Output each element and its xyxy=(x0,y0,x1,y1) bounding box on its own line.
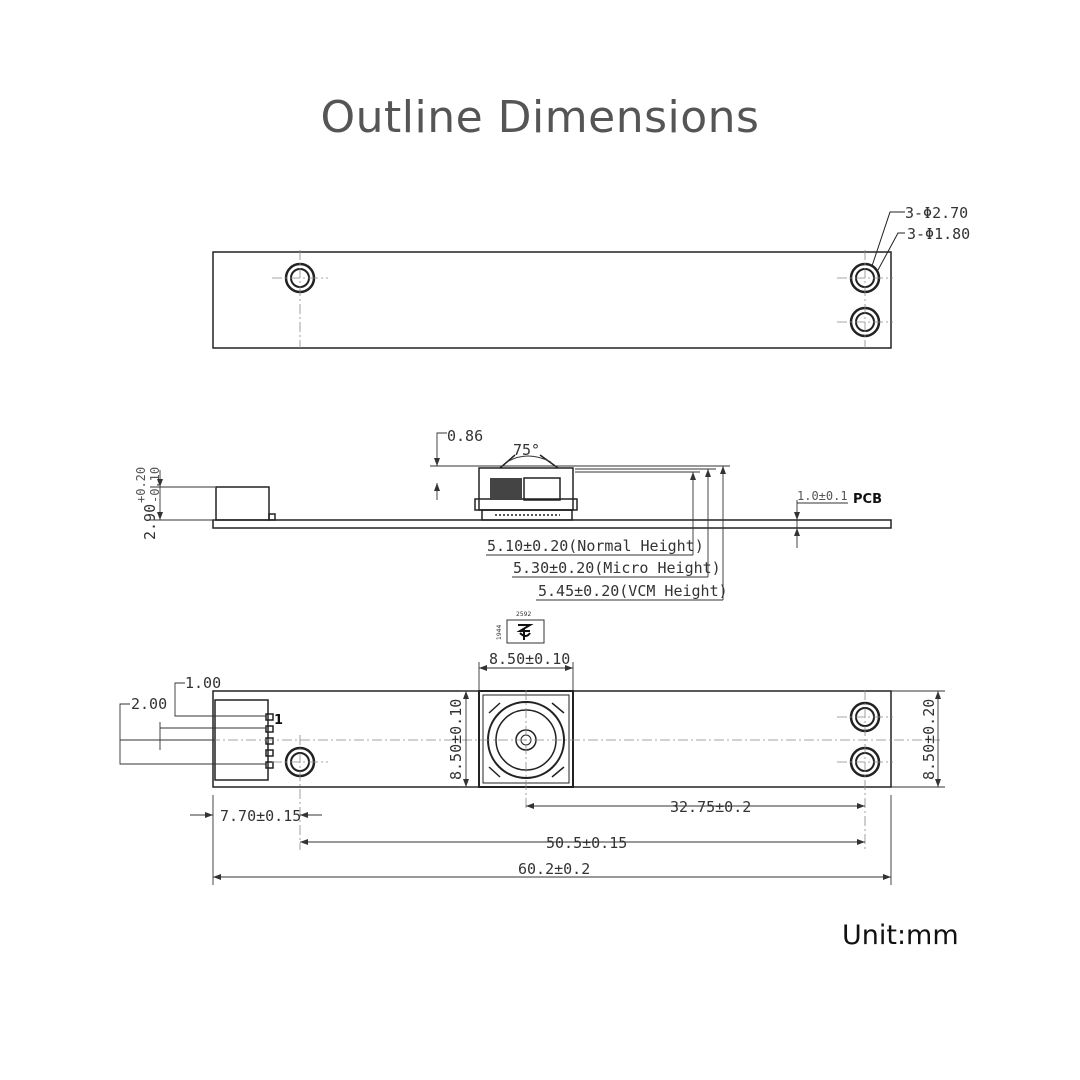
connector-height-label: 2.90 xyxy=(141,504,159,540)
connector-height-dimension: 2.90 +0.20 -0.10 xyxy=(134,467,162,540)
pin-pitch-1-label: 1.00 xyxy=(185,674,221,692)
orientation-side-label: 1944 xyxy=(496,625,503,640)
hole-inner-diameter-label: 3-Φ1.80 xyxy=(907,225,970,243)
side-view-connector xyxy=(215,486,270,521)
normal-height-label: 5.10±0.20(Normal Height) xyxy=(487,537,704,555)
board-height-label: 8.50±0.20 xyxy=(920,699,938,780)
hole-spacing-label: 50.5±0.15 xyxy=(546,834,627,852)
micro-height-label: 5.30±0.20(Micro Height) xyxy=(513,559,721,577)
pin-pitch-2-label: 2.00 xyxy=(131,695,167,713)
unit-label: Unit:mm xyxy=(842,920,959,951)
connector-offset-label: 7.70±0.15 xyxy=(220,807,301,825)
connector-pins xyxy=(265,713,274,769)
pcb-thickness-label: 1.0±0.1 xyxy=(797,489,848,503)
orientation-icon: 2592 1944 xyxy=(496,611,545,644)
pcb-label: PCB xyxy=(853,492,882,507)
total-length-label: 60.2±0.2 xyxy=(518,860,590,878)
lens-offset-label: 0.86 xyxy=(447,427,483,445)
orientation-top-label: 2592 xyxy=(516,611,531,618)
lens-width-label: 8.50±0.10 xyxy=(489,650,570,668)
top-view-board xyxy=(212,251,892,349)
lens-height-label: 8.50±0.10 xyxy=(447,699,465,780)
front-view xyxy=(212,690,892,788)
connector-tol-plus-label: +0.20 xyxy=(134,467,148,503)
vcm-height-label: 5.45±0.20(VCM Height) xyxy=(538,582,728,600)
hole-outer-diameter-label: 3-Φ2.70 xyxy=(905,204,968,222)
side-view xyxy=(150,432,892,601)
pin-one-label: 1 xyxy=(274,713,283,728)
front-view-board xyxy=(212,690,892,788)
top-view xyxy=(212,211,905,349)
lens-to-hole-label: 32.75±0.2 xyxy=(670,798,751,816)
side-view-pcb xyxy=(212,519,892,529)
connector-tol-minus-label: -0.10 xyxy=(148,467,162,503)
view-angle-label: 75° xyxy=(513,441,540,459)
page-title: Outline Dimensions xyxy=(320,92,760,143)
side-view-camera-module xyxy=(474,454,578,521)
